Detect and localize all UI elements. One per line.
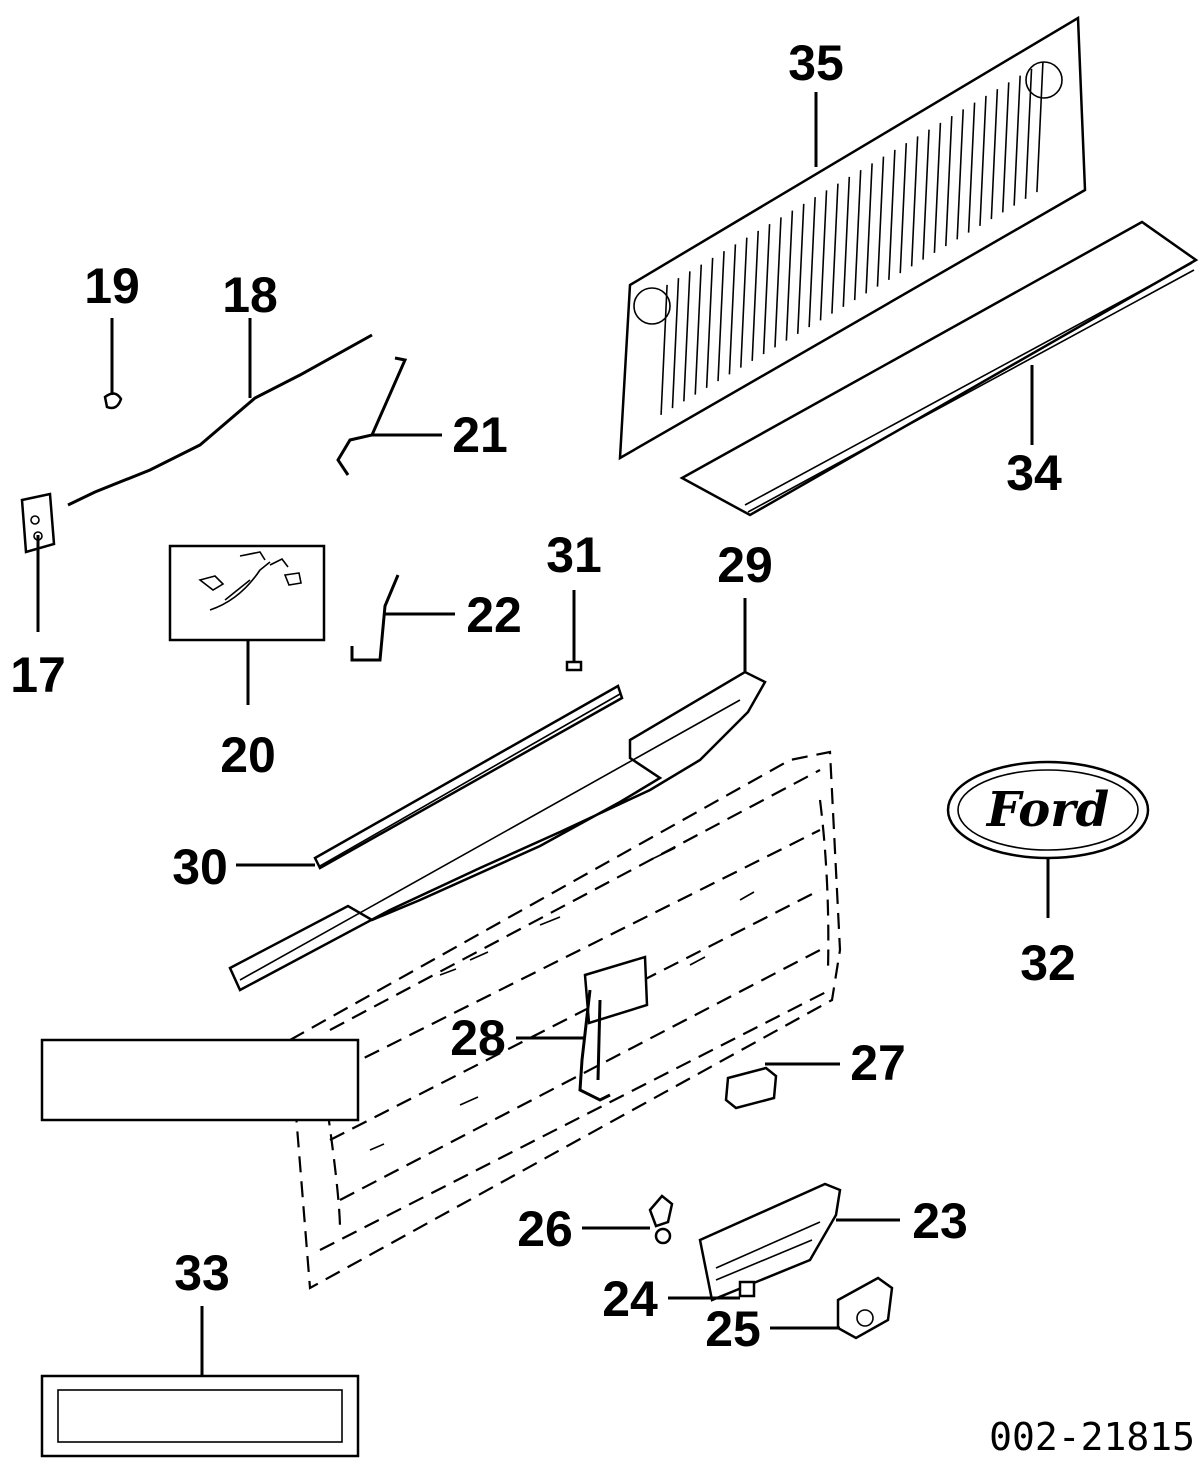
- callout-30: 30: [172, 839, 228, 895]
- callout-25: 25: [705, 1301, 761, 1357]
- panel-rib: [717, 251, 725, 382]
- part-34-floor-rail: [679, 220, 1199, 517]
- panel-rib: [694, 264, 703, 395]
- document-number: 002-21815: [989, 1415, 1195, 1459]
- callout-20: 20: [220, 727, 276, 783]
- callout-19: 19: [84, 258, 140, 314]
- callout-22: 22: [466, 587, 522, 643]
- part-35-front-panel: [618, 15, 1087, 461]
- panel-rib: [671, 278, 680, 409]
- panel-rib: [728, 244, 737, 375]
- panel-rib: [910, 136, 919, 267]
- part-32-ford-emblem: Ford: [946, 760, 1150, 860]
- part-27-switch: [724, 1066, 778, 1110]
- panel-rib: [979, 95, 987, 226]
- callout-34: 34: [1006, 445, 1062, 501]
- panel-rib: [842, 176, 851, 307]
- panel-rib: [831, 183, 839, 314]
- part-26-connector: [648, 1194, 674, 1245]
- ford-logo-text: Ford: [985, 782, 1109, 838]
- panel-rib: [705, 257, 714, 388]
- callout-23: 23: [912, 1193, 968, 1249]
- callout-29: 29: [717, 537, 773, 593]
- part-18-cable-rod: [67, 333, 373, 507]
- panel-rib: [796, 203, 805, 334]
- part-25-lamp: [836, 1276, 894, 1340]
- panel-rib: [785, 210, 794, 341]
- leader-lines: [36, 92, 1050, 1376]
- part-22-rod: [350, 574, 400, 662]
- panel-rib: [922, 129, 930, 260]
- part-23-handle: [698, 1182, 842, 1302]
- part-19-clip: [103, 392, 123, 410]
- panel-rib: [945, 116, 953, 247]
- part-24-small-clip: [738, 1280, 756, 1298]
- panel-rib: [1001, 82, 1010, 213]
- part-28-release-cable: [578, 955, 649, 1102]
- panel-rib: [774, 217, 782, 348]
- callout-27: 27: [850, 1035, 906, 1091]
- callout-33: 33: [174, 1245, 230, 1301]
- panel-rib: [933, 122, 942, 253]
- panel-rib: [751, 230, 759, 361]
- callout-32: 32: [1020, 935, 1076, 991]
- callout-35: 35: [788, 35, 844, 91]
- callout-21: 21: [452, 407, 508, 463]
- panel-rib: [1024, 68, 1033, 199]
- callout-24: 24: [602, 1271, 658, 1327]
- panel-rib: [683, 271, 691, 402]
- callout-31: 31: [546, 527, 602, 583]
- panel-rib: [819, 190, 828, 321]
- panel-rib: [808, 197, 816, 328]
- panel-rib: [956, 109, 964, 240]
- panel-rib: [888, 149, 896, 280]
- panel-rib: [1036, 62, 1044, 193]
- callout-28: 28: [450, 1010, 506, 1066]
- part-33-plate: [40, 1038, 360, 1122]
- part-21-rod: [336, 356, 408, 476]
- panel-rib: [967, 102, 976, 233]
- callout-labels: 35 34 19 18 21 17 20 22 31 29 30 32 28 2…: [10, 35, 1195, 1459]
- callout-26: 26: [517, 1201, 573, 1257]
- panel-rib: [865, 163, 873, 294]
- panel-rib: [1013, 75, 1021, 206]
- panel-rib: [853, 170, 862, 301]
- panel-rib: [990, 89, 999, 220]
- callout-18: 18: [222, 267, 278, 323]
- panel-rib: [762, 224, 771, 355]
- part-31-screw: [565, 635, 583, 672]
- panel-rib: [660, 284, 668, 415]
- callout-17: 17: [10, 647, 66, 703]
- tailgate-slots: [369, 847, 755, 1151]
- part-30-strip: [313, 684, 624, 870]
- part-20-hardware-kit: [168, 544, 326, 642]
- part-17-latch-bracket: [20, 492, 56, 554]
- panel-rib: [740, 237, 748, 368]
- part-33-plate-rect: [40, 1374, 360, 1458]
- panel-rib: [899, 143, 908, 274]
- panel-rib: [876, 156, 885, 287]
